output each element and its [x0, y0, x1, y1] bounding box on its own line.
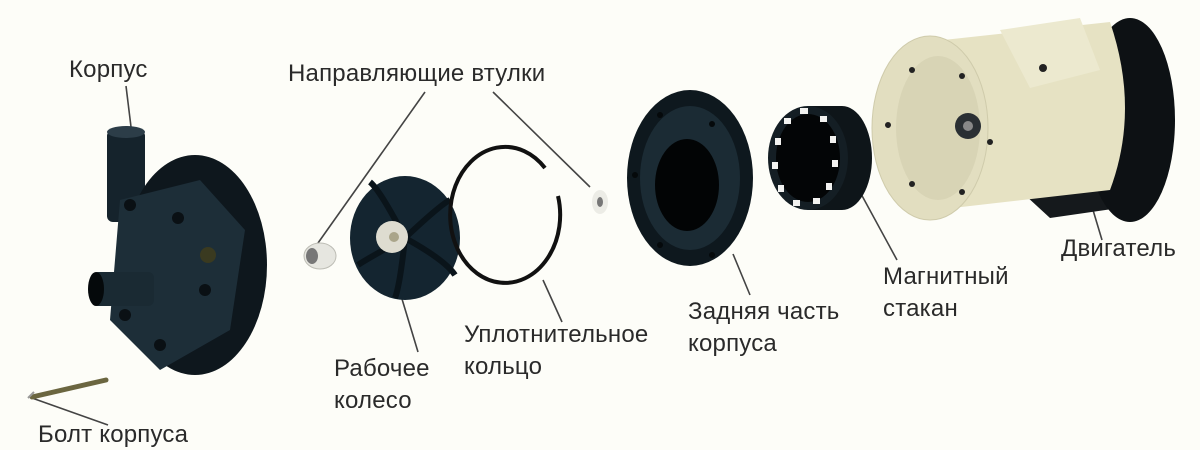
housing-bolt — [27, 377, 109, 400]
label-housing: Корпус — [69, 56, 148, 83]
label-impeller-1: Рабочее — [334, 355, 430, 382]
label-seal-ring-1: Уплотнительное — [464, 321, 649, 348]
label-guide-bushings: Направляющие втулки — [288, 60, 546, 87]
label-rear-housing-2: корпуса — [688, 330, 777, 357]
label-impeller-2: колесо — [334, 387, 412, 414]
label-magnet-cup-1: Магнитный — [883, 263, 1009, 290]
guide-bushing-right — [592, 190, 608, 214]
leader-lines — [31, 85, 1103, 426]
seal-ring — [448, 144, 563, 285]
magnetic-cup — [768, 106, 872, 210]
label-housing-bolt: Болт корпуса — [38, 421, 189, 448]
label-motor: Двигатель — [1061, 235, 1177, 262]
impeller — [350, 176, 460, 300]
label-rear-housing-1: Задняя часть — [688, 298, 840, 325]
guide-bushing-left — [303, 242, 337, 270]
motor — [871, 18, 1175, 222]
label-seal-ring-2: кольцо — [464, 353, 543, 380]
rear-housing — [627, 90, 753, 266]
pump-housing — [88, 126, 267, 375]
label-magnet-cup-2: стакан — [883, 295, 958, 322]
